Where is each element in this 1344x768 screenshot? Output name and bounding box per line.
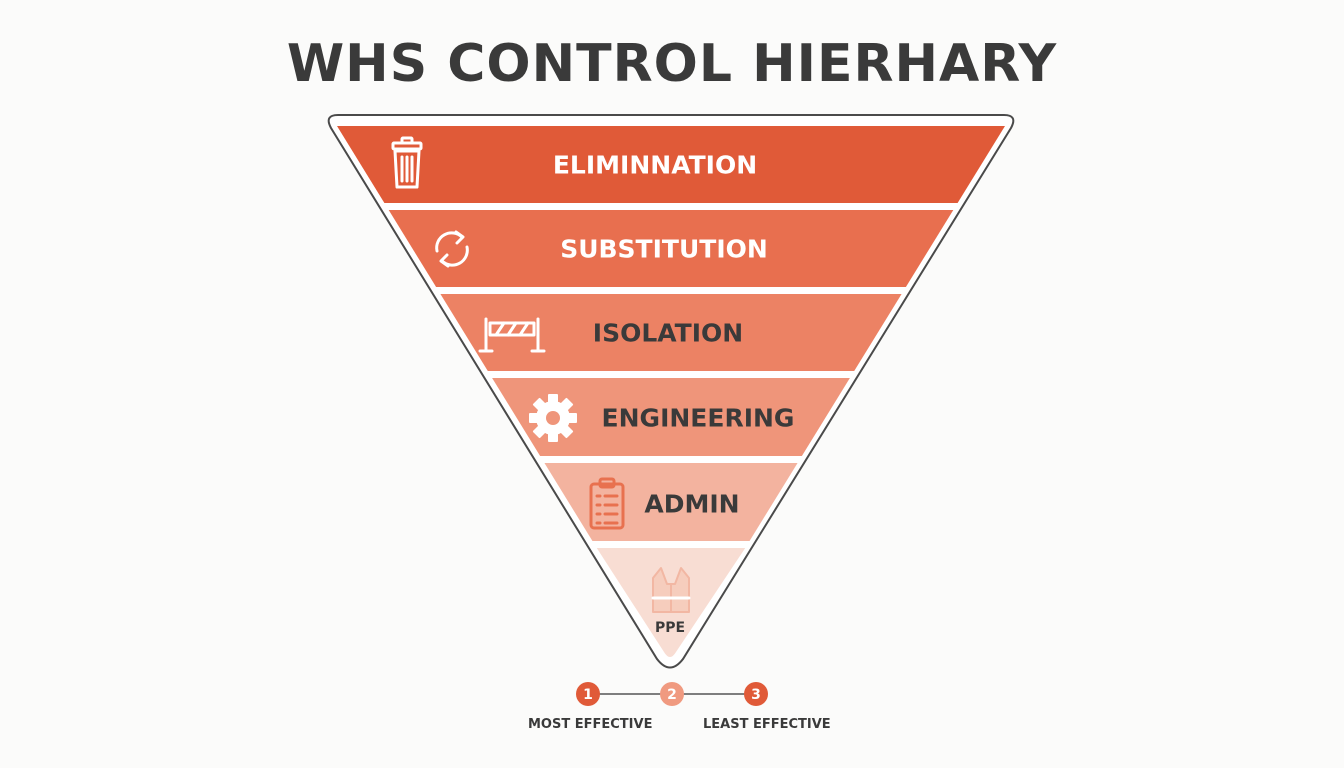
level-label: ADMIN (644, 490, 739, 519)
level-band (388, 210, 954, 287)
level-label: SUBSTITUTION (560, 235, 768, 264)
level-label: ELIMINNATION (553, 151, 757, 180)
safety-vest-icon (651, 567, 691, 613)
least-effective-label: LEAST EFFECTIVE (703, 717, 831, 732)
scale-step-2: 2 (660, 682, 684, 706)
scale-step-number: 3 (751, 687, 761, 703)
level-engineering: ENGINEERING (492, 378, 850, 456)
level-admin: ADMIN (544, 463, 798, 541)
level-label: ENGINEERING (602, 404, 795, 433)
level-label: ISOLATION (593, 319, 743, 348)
scale-step-3: 3 (744, 682, 768, 706)
level-band (440, 294, 902, 371)
level-eliminnation: ELIMINNATION (337, 126, 1005, 203)
barrier-icon (478, 317, 546, 353)
scale-step-1: 1 (576, 682, 600, 706)
level-label: PPE (655, 620, 685, 636)
level-substitution: SUBSTITUTION (388, 210, 954, 287)
scale-step-number: 2 (667, 687, 677, 703)
swap-arrows-icon (435, 230, 469, 268)
gear-icon (529, 394, 577, 442)
level-ppe: PPE (596, 548, 746, 657)
trash-icon (391, 136, 423, 189)
level-band (337, 126, 1005, 203)
clipboard-icon (589, 477, 625, 530)
most-effective-label: MOST EFFECTIVE (528, 717, 653, 732)
level-isolation: ISOLATION (440, 294, 902, 371)
level-band (492, 378, 850, 456)
scale-step-number: 1 (583, 687, 593, 703)
diagram-title: WHS CONTROL HIERHARY (286, 34, 1058, 94)
